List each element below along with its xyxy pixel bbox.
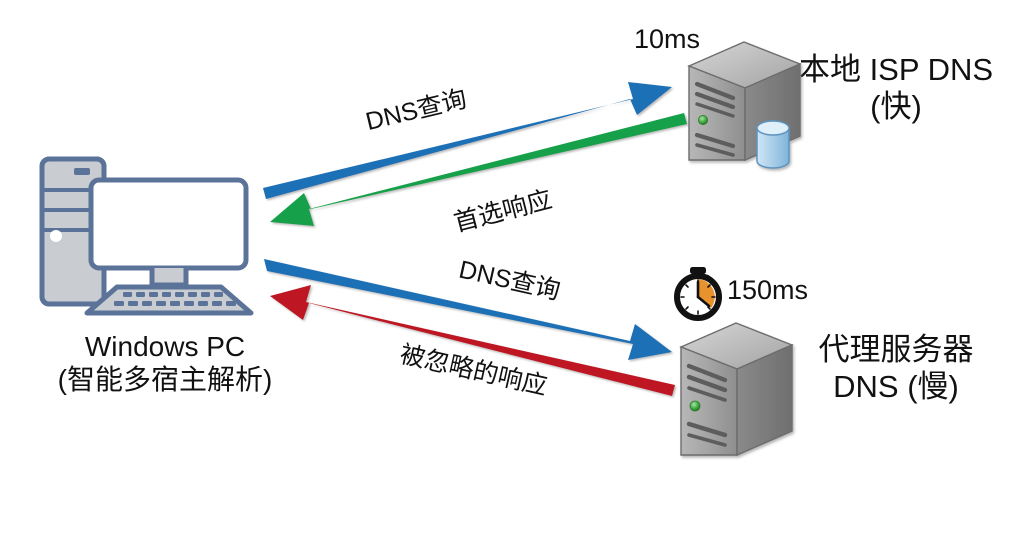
arrow-query-to-proxy [264, 259, 672, 360]
isp-latency-label: 10ms [634, 24, 701, 54]
isp-dns-label: 本地 ISP DNS (快) [768, 52, 1024, 125]
proxy-dns-label-line2: DNS (慢) [833, 368, 959, 404]
stopwatch-icon [674, 267, 722, 321]
arrow-ignored-response [270, 285, 675, 396]
isp-dns-label-line1: 本地 ISP DNS [798, 52, 994, 87]
server-with-database-icon [687, 41, 802, 169]
windows-pc-label-line1: Windows PC [84, 331, 246, 362]
windows-pc-label: Windows PC (智能多宿主解析) [0, 330, 330, 396]
proxy-dns-label: 代理服务器 DNS (慢) [768, 332, 1024, 405]
arrow-query-to-isp [263, 82, 672, 199]
proxy-dns-label-line1: 代理服务器 [818, 332, 974, 367]
arrow-preferred-response [270, 113, 687, 226]
proxy-latency-label: 150ms [727, 275, 809, 305]
windows-pc-label-line2: (智能多宿主解析) [57, 364, 273, 396]
desktop-pc-icon [39, 156, 254, 316]
database-cylinder-icon [756, 120, 790, 169]
server-icon [679, 322, 794, 457]
isp-dns-label-line2: (快) [870, 88, 922, 124]
